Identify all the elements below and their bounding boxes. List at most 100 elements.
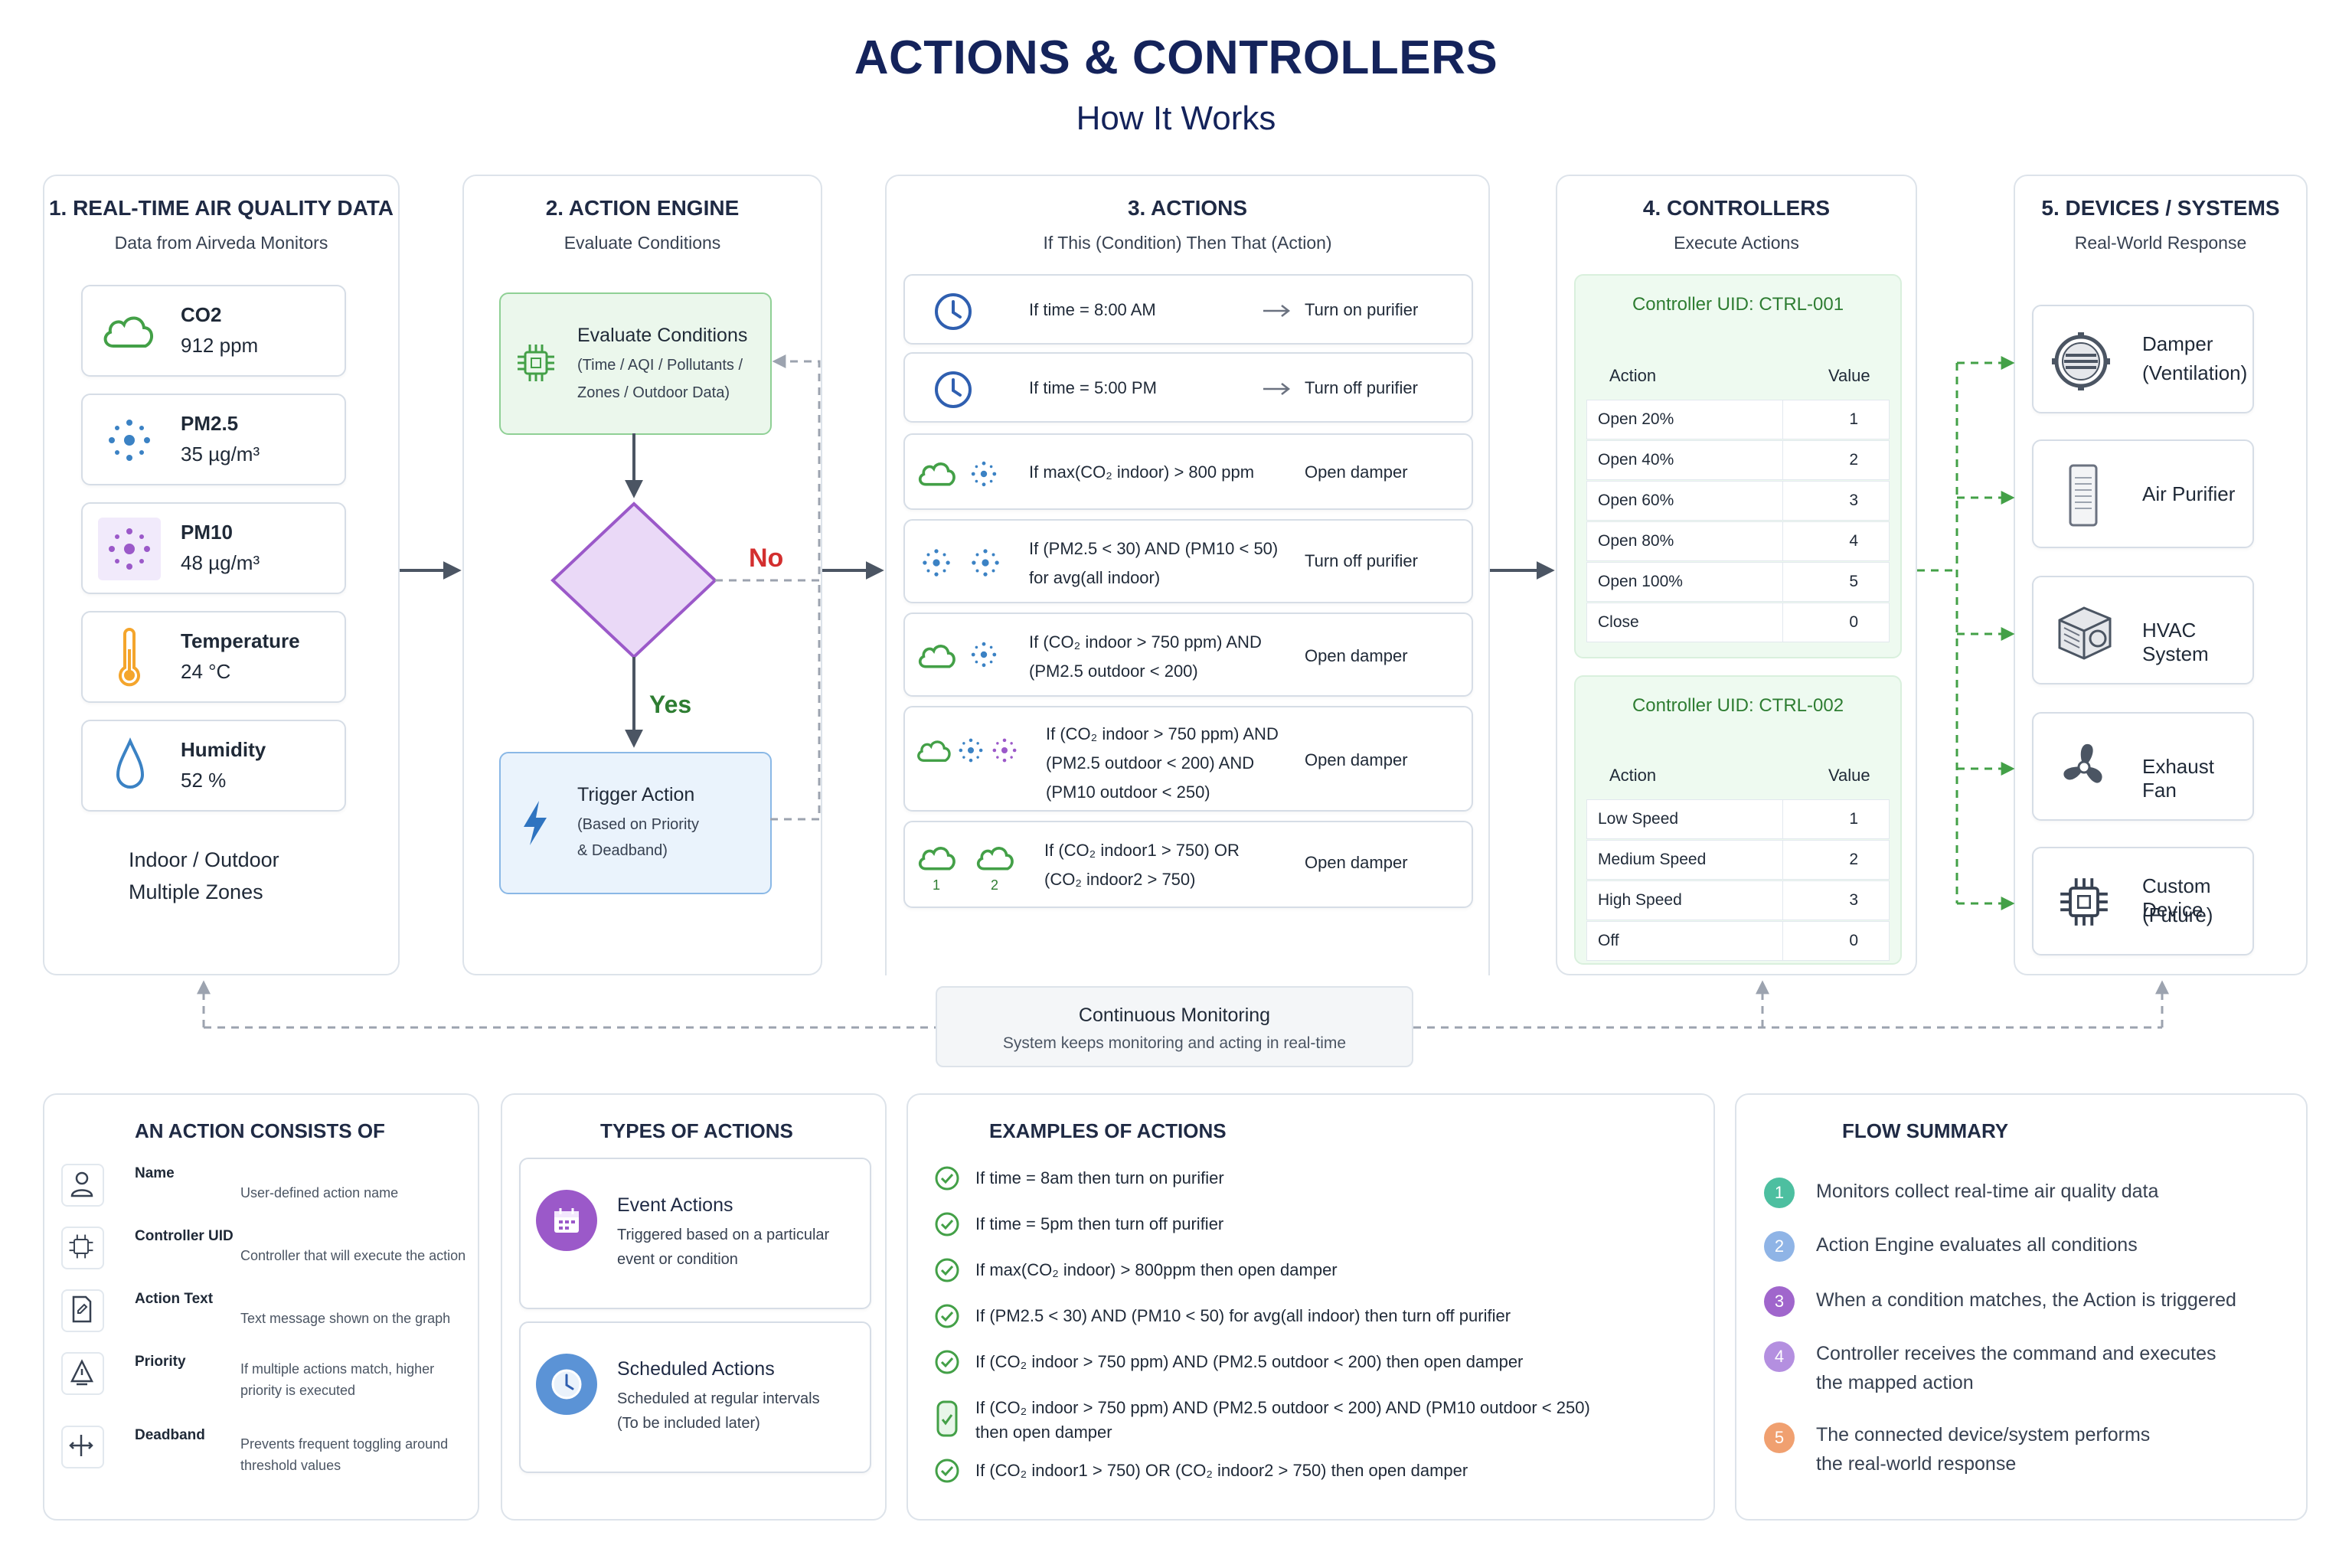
check-icon [935,1304,959,1328]
device-custom[interactable]: Custom Device (Future) [2032,847,2254,956]
step-badge: 2 [1764,1231,1795,1262]
type-name: Scheduled Actions [617,1358,775,1380]
metric-card-pm25: PM2.5 35 µg/m³ [81,394,346,485]
row-value: 2 [1849,851,1858,868]
action-text: Open damper [1305,853,1408,872]
row-action: Open 80% [1598,532,1674,550]
action-row[interactable]: If (CO₂ indoor > 750 ppm) AND (PM2.5 out… [903,612,1473,697]
panel-title: FLOW SUMMARY [1842,1119,2009,1142]
panel-title: 1. REAL-TIME AIR QUALITY DATA [48,196,394,220]
table-row[interactable]: Medium Speed 2 [1586,840,1890,880]
particles-icon [992,738,1017,763]
row-value: 3 [1849,492,1858,509]
box-text: & Deadband) [577,842,668,859]
action-text: Open damper [1305,462,1408,482]
condition-text: If (CO₂ indoor1 > 750) OR [1044,841,1240,860]
action-row[interactable]: If (PM2.5 < 30) AND (PM10 < 50) for avg(… [903,519,1473,603]
device-damper[interactable]: Damper (Ventilation) [2032,305,2254,413]
priority-icon [70,1359,94,1386]
metric-label: CO2 [181,303,222,326]
particles-icon [923,549,950,577]
type-desc: event or condition [617,1251,738,1268]
step-badge: 1 [1764,1178,1795,1208]
action-row[interactable]: 1 2 If (CO₂ indoor1 > 750) OR (CO₂ indoo… [903,821,1473,908]
action-text: Turn off purifier [1305,378,1418,397]
condition-text: If time = 5:00 PM [1029,378,1157,397]
item-name: Priority [135,1354,186,1370]
panel-footer: Indoor / Outdoor [129,848,279,871]
chip-icon [518,345,554,381]
condition-text: for avg(all indoor) [1029,568,1161,587]
metric-value: 912 ppm [181,334,259,357]
row-action: Medium Speed [1598,851,1707,868]
device-label: Custom Device [2142,874,2211,921]
panel-title: 5. DEVICES / SYSTEMS [2041,196,2280,220]
row-action: Open 40% [1598,451,1674,469]
row-value: 4 [1849,532,1858,550]
metric-label: Humidity [181,738,266,761]
panel-title: EXAMPLES OF ACTIONS [989,1119,1227,1142]
yes-label: Yes [649,691,692,718]
device-label: Air Purifier [2142,482,2236,505]
table-row[interactable]: Open 80% 4 [1586,521,1890,561]
row-action: Close [1598,613,1639,631]
table-row[interactable]: Open 60%3 [1586,481,1890,521]
example-text: If (CO₂ indoor > 750 ppm) AND (PM2.5 out… [975,1398,1590,1417]
panel-action-consists: AN ACTION CONSISTS OF Name User-defined … [43,1093,479,1521]
action-row[interactable]: If time = 8:00 AM Turn on purifier [903,274,1473,345]
air-purifier-icon [2069,464,2098,527]
zone-label: 2 [991,877,999,893]
table-row[interactable]: Open 40%2 [1586,440,1890,480]
metric-card-temperature: Temperature 24 °C [81,611,346,703]
action-row[interactable]: If max(CO₂ indoor) > 800 ppm Open damper [903,433,1473,510]
diamond-label: Condition Matched? [559,554,712,605]
row-action: Off [1598,932,1619,949]
type-scheduled-actions[interactable]: Scheduled Actions Scheduled at regular i… [519,1321,871,1473]
item-name: Name [135,1165,175,1181]
box-title: Trigger Action [577,784,695,805]
lightning-icon [524,801,547,845]
cloud-icon [918,645,956,668]
action-row[interactable]: If (CO₂ indoor > 750 ppm) AND (PM2.5 out… [903,706,1473,812]
example-text: If (PM2.5 < 30) AND (PM10 < 50) for avg(… [975,1306,1511,1325]
panel-title: 2. ACTION ENGINE [545,196,740,220]
device-air-purifier[interactable]: Air Purifier [2032,439,2254,548]
panel-subtitle: Execute Actions [1674,233,1799,253]
row-action: Low Speed [1598,810,1679,828]
item-desc: User-defined action name [240,1185,399,1200]
page-title: ACTIONS & CONTROLLERS [854,31,1498,84]
condition-text: If (PM2.5 < 30) AND (PM10 < 50) [1029,539,1279,558]
panel-flow-summary: FLOW SUMMARY 1 Monitors collect real-tim… [1735,1093,2308,1521]
arrow-right-icon [1263,305,1291,317]
item-desc: priority is executed [240,1383,356,1398]
row-value: 1 [1849,410,1858,428]
item-desc: Text message shown on the graph [240,1311,451,1326]
step-badge: 5 [1764,1423,1795,1453]
metric-label: PM2.5 [181,412,239,435]
item-desc: Controller that will execute the action [240,1248,466,1263]
device-hvac[interactable]: HVAC System [2032,576,2254,684]
chip-icon [2060,878,2108,926]
table-row[interactable]: Open 20% 1 [1586,400,1890,439]
action-row[interactable]: If time = 5:00 PM Turn off purifier [903,352,1473,423]
device-exhaust-fan[interactable]: Exhaust Fan [2032,712,2254,821]
cloud-icon [917,740,951,762]
panel-devices: 5. DEVICES / SYSTEMS Real-World Response… [2014,175,2308,975]
user-icon [70,1171,93,1197]
type-event-actions[interactable]: Event Actions Triggered based on a parti… [519,1158,871,1309]
table-row[interactable]: Open 100%5 [1586,562,1890,602]
panel-footer: Multiple Zones [129,880,263,903]
condition-text: (PM10 outdoor < 250) [1046,782,1210,802]
row-action: Open 20% [1598,410,1674,428]
check-icon [935,1459,959,1483]
fan-icon [2063,743,2102,783]
example-text: If max(CO₂ indoor) > 800ppm then open da… [975,1260,1338,1279]
panel-subtitle: Evaluate Conditions [564,233,721,253]
check-icon [936,1400,958,1437]
type-desc: (To be included later) [617,1415,760,1432]
condition-text: (PM2.5 outdoor < 200) AND [1046,753,1255,773]
